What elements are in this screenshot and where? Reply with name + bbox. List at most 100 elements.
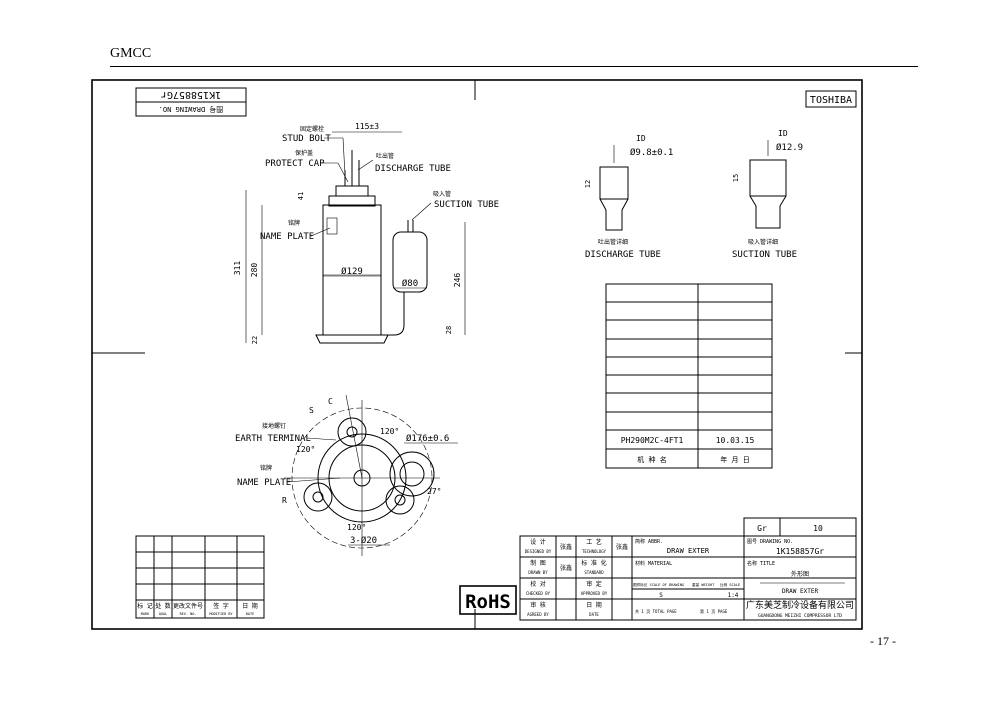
svg-text:27°: 27°	[427, 487, 441, 496]
svg-text:PROTECT CAP: PROTECT CAP	[265, 159, 325, 169]
svg-text:28: 28	[445, 326, 453, 334]
svg-text:重量 WEIGHT: 重量 WEIGHT	[692, 582, 715, 587]
title-block: Gr 10 设 计 DESIGNED BY 制 图 DRAWN BY 校 对 C…	[519, 517, 857, 621]
svg-text:S: S	[309, 406, 314, 415]
svg-text:Ø12.9: Ø12.9	[776, 142, 803, 153]
svg-text:22: 22	[251, 336, 259, 344]
svg-text:图号 DRAWING NO.: 图号 DRAWING NO.	[159, 105, 224, 113]
svg-text:RoHS: RoHS	[465, 591, 511, 613]
svg-text:TECHNOLOGY: TECHNOLOGY	[582, 549, 607, 554]
revision-table: 标 记 处 数 更改文件号 签 字 日 期 MARK QUAL REV. NO.…	[135, 535, 265, 619]
discharge-tube-detail: ID Ø9.8±0.1 12 吐出管详细 DISCHARGE TUBE	[584, 134, 673, 260]
svg-text:标 记: 标 记	[137, 602, 153, 610]
svg-text:设 计: 设 计	[530, 538, 546, 546]
svg-text:CHECKED BY: CHECKED BY	[526, 591, 551, 596]
svg-text:机 种 名: 机 种 名	[637, 455, 666, 464]
svg-text:GUANGDONG MEIZHI COMPRESSOR LT: GUANGDONG MEIZHI COMPRESSOR LTD	[758, 613, 842, 619]
svg-text:共 1 页 TOTAL PAGE: 共 1 页 TOTAL PAGE	[635, 608, 677, 614]
svg-text:AGREED BY: AGREED BY	[527, 612, 549, 617]
page-number: - 17 -	[870, 634, 896, 648]
svg-text:APPROVED BY: APPROVED BY	[581, 591, 608, 596]
svg-text:张鑫: 张鑫	[560, 543, 572, 551]
svg-text:工 艺: 工 艺	[586, 538, 602, 546]
svg-text:STUD BOLT: STUD BOLT	[282, 134, 331, 144]
svg-text:Ø176±0.6: Ø176±0.6	[406, 433, 449, 444]
svg-text:DISCHARGE TUBE: DISCHARGE TUBE	[585, 250, 661, 260]
svg-text:外形图: 外形图	[791, 570, 809, 578]
svg-text:115±3: 115±3	[355, 122, 379, 131]
svg-text:保护盖: 保护盖	[295, 149, 313, 157]
svg-text:41: 41	[297, 192, 305, 200]
rohs-mark	[459, 585, 517, 615]
svg-text:311: 311	[233, 261, 242, 276]
svg-text:DESIGNED BY: DESIGNED BY	[525, 549, 552, 554]
svg-text:C: C	[328, 397, 333, 406]
svg-text:NAME PLATE: NAME PLATE	[237, 478, 291, 488]
svg-text:15: 15	[732, 174, 740, 182]
svg-text:NAME PLATE: NAME PLATE	[260, 232, 314, 242]
svg-text:名称 TITLE: 名称 TITLE	[747, 560, 775, 567]
svg-text:1K158857Gr: 1K158857Gr	[161, 89, 221, 100]
brand-logo: TOSHIBA	[810, 95, 852, 106]
svg-text:吐出管: 吐出管	[376, 152, 394, 160]
svg-text:审 核: 审 核	[530, 601, 546, 609]
svg-text:接地螺钉: 接地螺钉	[262, 422, 286, 430]
svg-text:审 定: 审 定	[586, 580, 602, 588]
svg-text:图样标记 SCALE OF DRAWING: 图样标记 SCALE OF DRAWING	[633, 582, 684, 587]
svg-text:Ø9.8±0.1: Ø9.8±0.1	[630, 147, 673, 158]
svg-text:SUCTION TUBE: SUCTION TUBE	[434, 200, 499, 210]
svg-text:PH290M2C-4FT1: PH290M2C-4FT1	[621, 436, 684, 445]
svg-text:年 月 日: 年 月 日	[720, 455, 749, 464]
svg-text:广东美芝制冷设备有限公司: 广东美芝制冷设备有限公司	[746, 599, 854, 611]
spec-table: PH290M2C-4FT1 10.03.15 机 种 名 年 月 日	[605, 283, 773, 469]
svg-text:简称 ABBR.: 简称 ABBR.	[635, 538, 663, 545]
svg-text:张鑫: 张鑫	[616, 543, 628, 551]
svg-text:STANDARD: STANDARD	[584, 570, 604, 575]
svg-text:R: R	[282, 496, 287, 505]
svg-text:1K158857Gr: 1K158857Gr	[776, 547, 824, 556]
svg-text:材料 MATERIAL: 材料 MATERIAL	[635, 560, 672, 567]
svg-text:120°: 120°	[296, 445, 315, 454]
drawing-border	[91, 79, 863, 630]
suction-tube-detail: ID Ø12.9 15 吸入管详细 SUCTION TUBE	[732, 129, 803, 260]
rotated-drawing-number: 1K158857Gr 图号 DRAWING NO.	[135, 87, 247, 117]
svg-text:处 数: 处 数	[155, 602, 171, 610]
svg-text:日 期: 日 期	[586, 601, 602, 609]
svg-text:3-Ø20: 3-Ø20	[350, 535, 377, 546]
svg-text:120°: 120°	[347, 523, 366, 532]
svg-text:MARK: MARK	[141, 612, 150, 616]
svg-text:固定螺栓: 固定螺栓	[300, 125, 324, 133]
svg-text:280: 280	[250, 263, 259, 278]
svg-text:吸入管: 吸入管	[433, 190, 451, 198]
svg-text:S: S	[659, 592, 663, 599]
compressor-side-view	[315, 150, 428, 344]
svg-text:REV. NO.: REV. NO.	[180, 612, 197, 616]
svg-text:制 图: 制 图	[530, 559, 546, 567]
svg-text:吐出管详细: 吐出管详细	[598, 238, 628, 246]
svg-text:120°: 120°	[380, 427, 399, 436]
svg-text:Ø80: Ø80	[402, 278, 418, 289]
svg-text:Ø129: Ø129	[341, 266, 363, 277]
svg-text:246: 246	[453, 273, 462, 288]
svg-text:MODIFIED BY: MODIFIED BY	[209, 612, 233, 616]
svg-text:更改文件号: 更改文件号	[173, 602, 203, 610]
page-header: GMCC	[110, 46, 152, 61]
svg-text:EARTH TERMINAL: EARTH TERMINAL	[235, 434, 311, 444]
svg-text:ID: ID	[778, 129, 788, 138]
svg-text:1:4: 1:4	[728, 592, 739, 599]
svg-text:DATE: DATE	[589, 612, 599, 617]
header-rule	[110, 66, 918, 67]
svg-text:张鑫: 张鑫	[560, 564, 572, 572]
svg-text:日 期: 日 期	[242, 602, 258, 610]
svg-text:DATE: DATE	[246, 612, 254, 616]
svg-text:铭牌: 铭牌	[288, 219, 300, 227]
svg-text:比例 SCALE: 比例 SCALE	[720, 582, 740, 587]
svg-text:QUAL: QUAL	[159, 612, 167, 616]
svg-text:签 字: 签 字	[213, 602, 229, 610]
svg-text:图号 DRAWING NO.: 图号 DRAWING NO.	[747, 539, 793, 545]
compressor-bottom-view	[284, 394, 440, 556]
svg-text:DISCHARGE TUBE: DISCHARGE TUBE	[375, 164, 451, 174]
svg-text:吸入管详细: 吸入管详细	[748, 238, 778, 246]
svg-text:铭牌: 铭牌	[260, 464, 272, 472]
